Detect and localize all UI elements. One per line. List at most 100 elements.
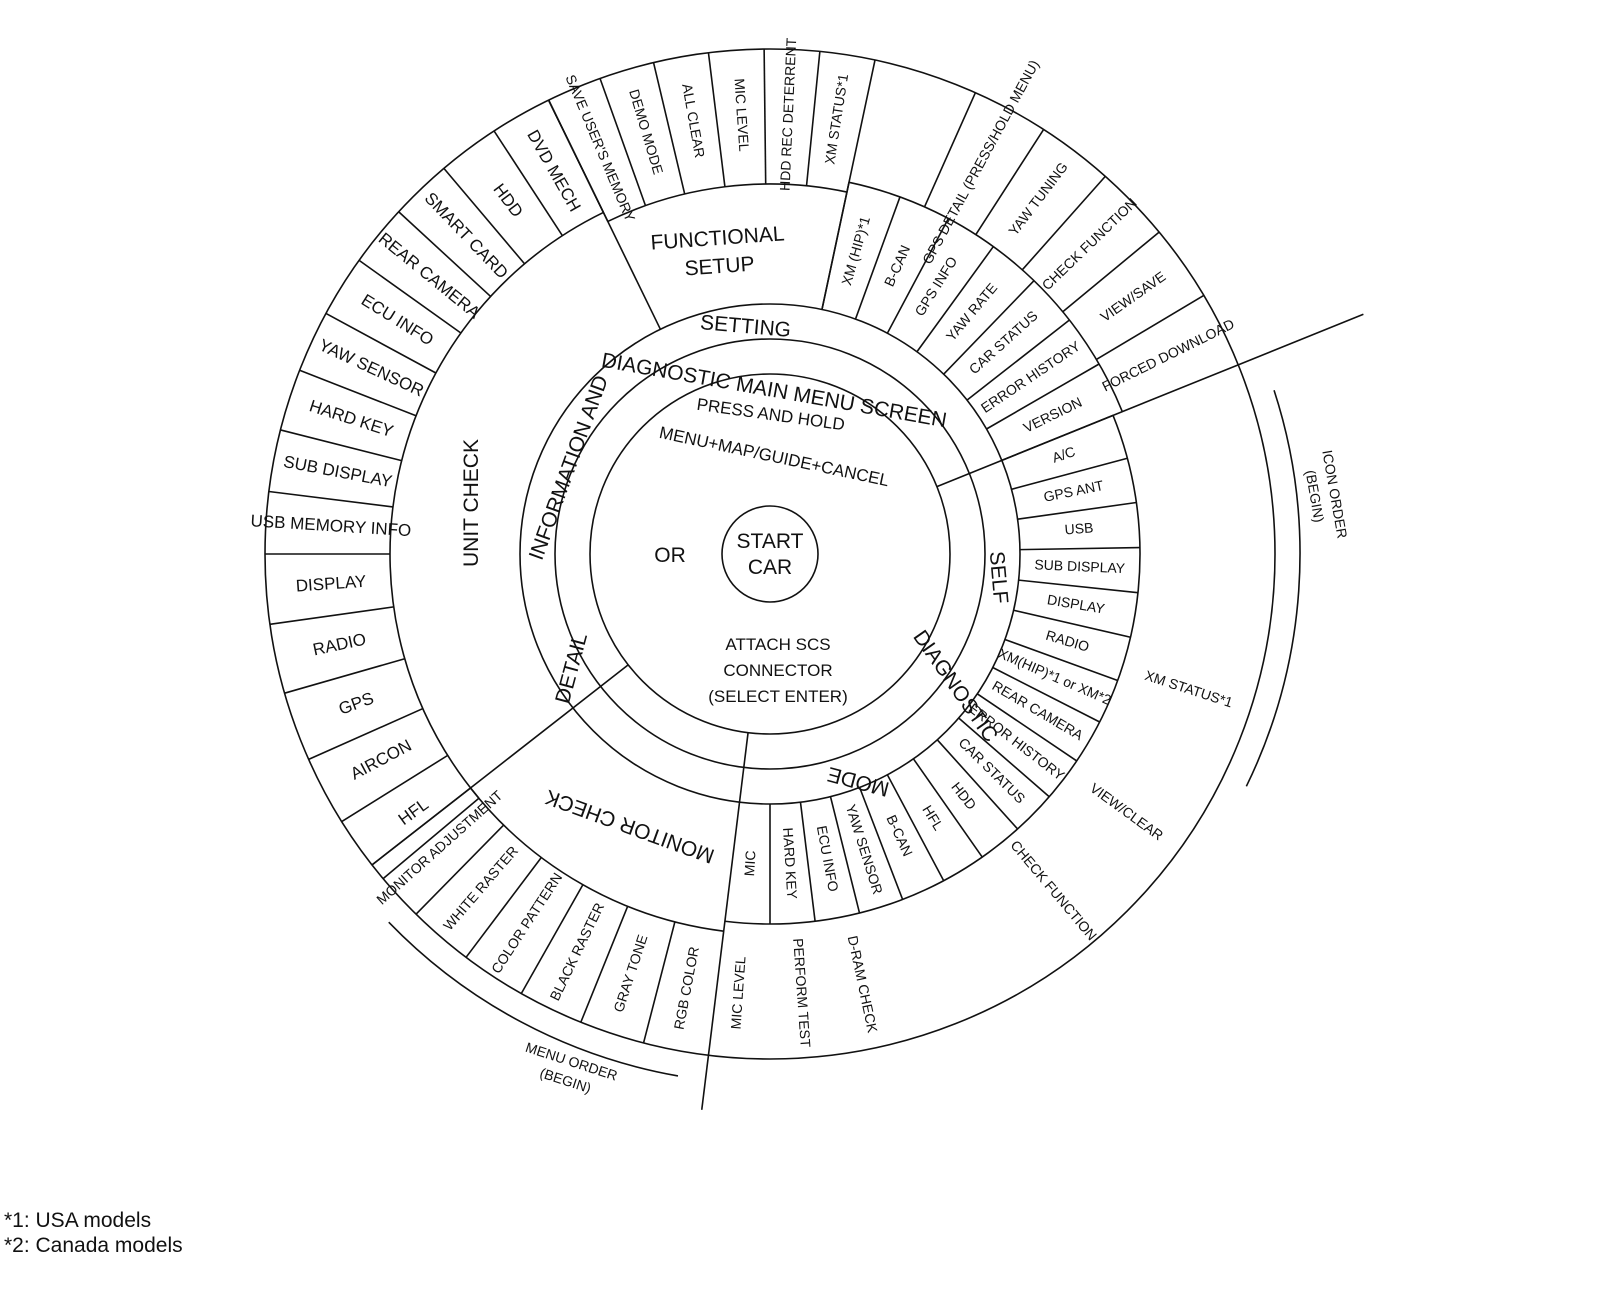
unit-divider (325, 312, 437, 374)
icon-order-line (1237, 313, 1364, 366)
menu-order-line (700, 1055, 710, 1110)
monitor-item: GRAY TONE (610, 933, 650, 1015)
divider-self-monitor (707, 732, 749, 1056)
icon-order-1: ICON ORDER (1319, 449, 1350, 540)
setting-divider (943, 280, 1035, 375)
middle-ring (554, 338, 986, 770)
self-diag-item: A/C (1050, 443, 1077, 466)
self-divider (1011, 457, 1128, 491)
self-diag-item: MIC (741, 850, 759, 877)
setting-outer-divider (923, 92, 977, 208)
setting-divider (916, 246, 995, 353)
monitor-divider (465, 857, 542, 958)
self-divider (1017, 501, 1137, 520)
self-diag-outer-item: D-RAM CHECK (845, 934, 881, 1035)
setting-divider (854, 196, 901, 320)
setting-item: XM (HIP)*1 (838, 214, 873, 287)
setting-outer-item: GPS DETAIL (PRESS/HOLD MENU) (919, 57, 1042, 266)
self-divider (799, 802, 816, 922)
center-circle (721, 505, 819, 603)
attach-3: (SELECT ENTER) (708, 687, 848, 706)
monitor-item: COLOR PATTERN (488, 870, 565, 977)
setting-item: B-CAN (881, 243, 913, 289)
self-diag-item: DISPLAY (1046, 591, 1107, 616)
section-functional-2: SETUP (684, 253, 755, 281)
setting-outer-item: FORCED DOWNLOAD (1099, 315, 1236, 394)
footnotes: *1: USA models *2: Canada models (4, 1208, 183, 1258)
self-divider (992, 666, 1101, 723)
center-label-2: CAR (748, 556, 792, 579)
setting-outer-item: VIEW/SAVE (1097, 268, 1168, 325)
self-divider (1019, 546, 1140, 551)
self-diag-item: ECU INFO (814, 824, 842, 893)
func-divider (707, 52, 726, 187)
unit-divider (358, 259, 462, 334)
self-diag-item: GPS ANT (1042, 477, 1105, 505)
unit-inner-arc (389, 211, 604, 799)
func-divider (599, 78, 647, 206)
self-diag-item: SUB DISPLAY (1034, 556, 1126, 576)
section-monitor-check: MONITOR CHECK (542, 785, 717, 868)
setting-divider (986, 363, 1100, 430)
setting-divider (886, 218, 950, 334)
func-divider (547, 99, 609, 222)
functional-item: HDD REC DETERRENT (777, 37, 800, 191)
self-diag-item: HFL (919, 802, 947, 833)
monitor-divider (580, 906, 629, 1023)
setting-outer-divider (1021, 175, 1106, 271)
section-dividers (265, 49, 1364, 1110)
ring-self: SELF (985, 550, 1012, 604)
self-divider (1001, 414, 1114, 462)
attach-2: CONNECTOR (723, 661, 832, 680)
self-divider (886, 774, 945, 882)
icon-order-arrow (1245, 389, 1301, 787)
monitor-item: BLACK RASTER (546, 900, 607, 1003)
footnote-2: *2: Canada models (4, 1234, 183, 1257)
unit-divider (280, 429, 402, 462)
icon-order-2: (BEGIN) (1302, 469, 1327, 524)
monitor-item: WHITE RASTER (440, 843, 521, 934)
unit-check-item: DVD MECH (523, 127, 584, 215)
unit-check-item: YAW SENSOR (316, 335, 427, 400)
self-diag-outer-item: MIC LEVEL (727, 956, 748, 1030)
section-functional-1: FUNCTIONAL (650, 222, 785, 254)
setting-outer-item: CHECK FUNCTION (1039, 195, 1140, 294)
self-divider (958, 717, 1050, 798)
unit-lower-divider (308, 707, 424, 761)
self-diag-item: USB (1064, 519, 1094, 537)
unit-lower-divider (382, 797, 480, 880)
unit-check-item: SUB DISPLAY (282, 452, 394, 491)
functional-item: XM STATUS*1 (821, 72, 851, 165)
setting-item: VERSION (1021, 394, 1085, 436)
monitor-divider (642, 921, 676, 1044)
self-divider (912, 758, 983, 858)
unit-check-lower-item: HFL (395, 795, 432, 829)
inner-ring (589, 373, 951, 735)
self-diag-item: RADIO (1044, 627, 1091, 655)
self-diag-item: YAW SENSOR (843, 802, 886, 896)
self-diag-item: HDD (948, 779, 979, 813)
setting-divider (966, 319, 1070, 401)
unit-lower-divider (284, 657, 405, 694)
ring-setting: SETTING (699, 311, 792, 342)
setting-item: YAW RATE (943, 280, 1001, 344)
self-arc (724, 415, 1141, 925)
self-divider (976, 693, 1078, 762)
self-diag-outer-item: XM STATUS*1 (1143, 667, 1235, 710)
monitor-divider (520, 884, 584, 994)
self-diag-outer-item: VIEW/CLEAR (1087, 780, 1166, 844)
self-divider (829, 796, 861, 914)
unit-divider (268, 490, 394, 508)
self-divider (858, 787, 904, 900)
self-diag-outer-item: CHECK FUNCTION (1007, 837, 1100, 943)
ring-detail: DETAIL (551, 631, 592, 706)
menu-order-arrow (388, 921, 679, 1077)
setting-item: GPS INFO (911, 253, 960, 318)
unit-check-lower-item: DISPLAY (295, 572, 367, 596)
unit-divider (493, 130, 564, 237)
setting-outer-divider (975, 129, 1045, 236)
unit-check-item: USB MEMORY INFO (250, 511, 412, 540)
